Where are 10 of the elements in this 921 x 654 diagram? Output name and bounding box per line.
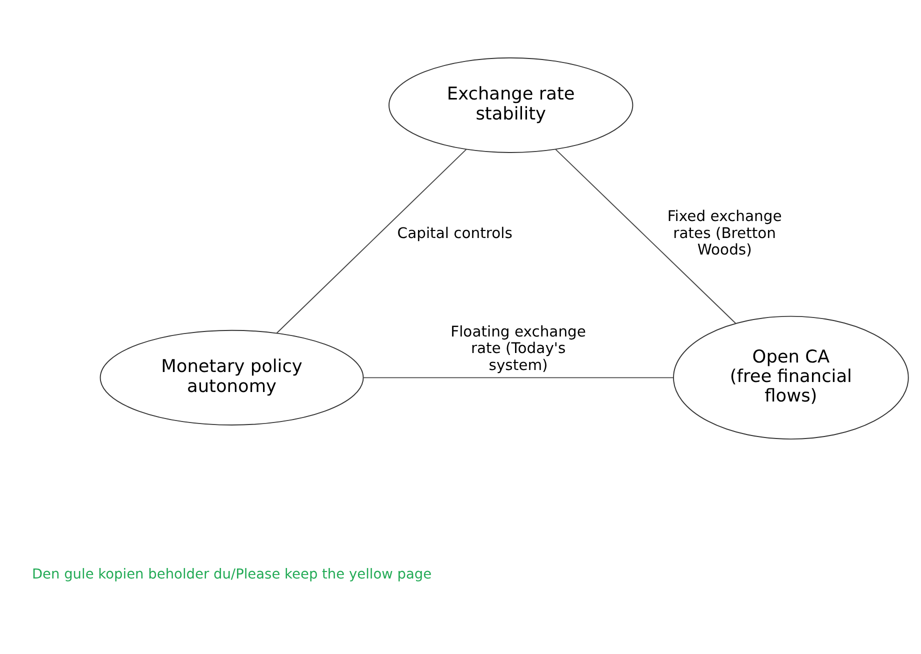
- node-ellipse: Open CA (free financial flows): [673, 316, 909, 440]
- label: Den gule kopien beholder du/Please keep the yellow page: [32, 566, 432, 583]
- connector: [555, 148, 736, 324]
- node-ellipse: Monetary policy autonomy: [100, 330, 364, 426]
- connector: [276, 148, 467, 334]
- edge-label: Floating exchange rate (Today's system): [450, 323, 586, 374]
- connector: [362, 377, 674, 378]
- edge-label: Capital controls: [397, 224, 512, 242]
- edge-label: Fixed exchange rates (Bretton Woods): [667, 208, 782, 259]
- node-ellipse: Exchange rate stability: [388, 57, 634, 154]
